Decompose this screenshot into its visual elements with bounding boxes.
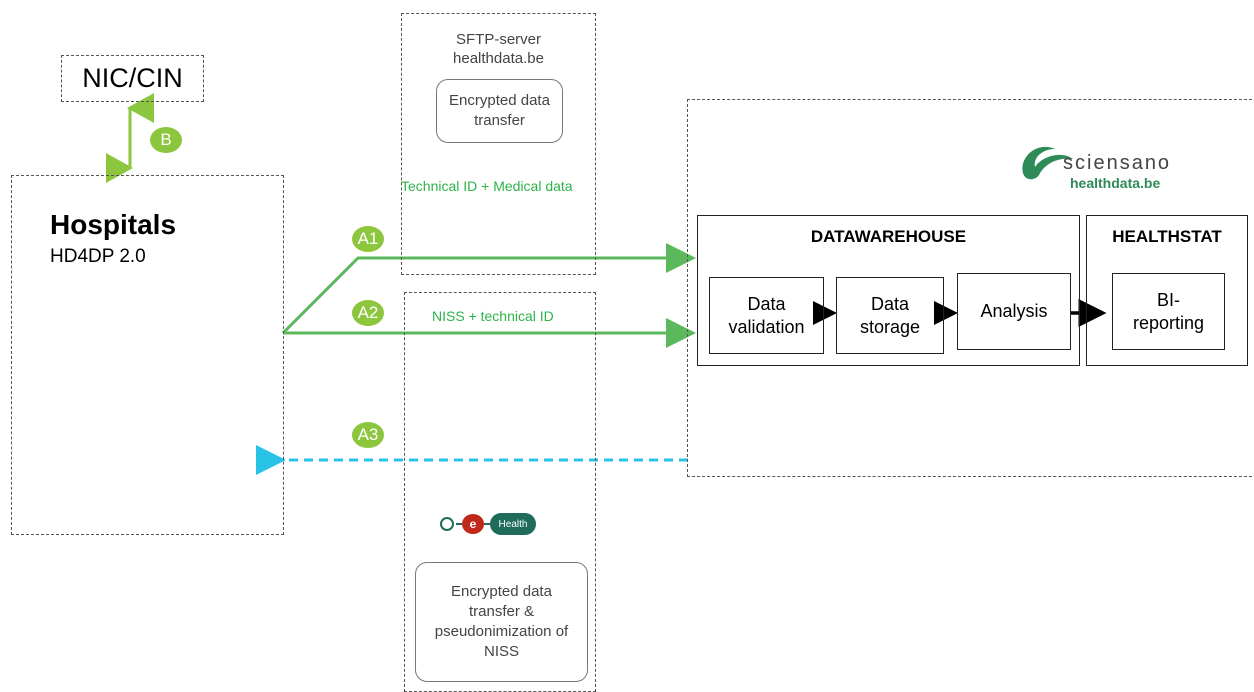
sciensano-swirl-icon <box>1022 146 1073 180</box>
healthdata-container <box>687 99 1254 477</box>
data-storage-label: Data storage <box>859 293 921 337</box>
badge-a1-label: A1 <box>357 229 379 248</box>
nic-cin-label: NIC/CIN <box>82 63 183 93</box>
datawarehouse-title: DATAWAREHOUSE <box>810 227 967 246</box>
badge-b-label: B <box>160 130 172 149</box>
ehealth-encrypted-label: Encrypted data transfer & pseudonimizati… <box>434 583 569 660</box>
ehealth-e-icon: e <box>462 514 484 534</box>
sftp-line1: SFTP-server <box>455 31 541 48</box>
ehealth-ring-icon <box>440 517 454 531</box>
badge-a3: A3 <box>352 422 384 448</box>
ehealth-health-pill: Health <box>490 513 536 535</box>
sftp-server-box <box>401 13 596 275</box>
ehealth-connector <box>456 523 462 525</box>
ehealth-logo: e Health <box>440 512 560 536</box>
sciensano-logo: sciensano healthdata.be <box>1015 135 1215 195</box>
sftp-encrypted-label: Encrypted data transfer <box>449 92 550 129</box>
badge-a2: A2 <box>352 300 384 326</box>
a1-arrow <box>281 243 696 335</box>
sftp-encrypted-box: Encrypted data transfer <box>436 79 563 143</box>
analysis-label: Analysis <box>980 301 1048 321</box>
ehealth-encrypted-box: Encrypted data transfer & pseudonimizati… <box>415 562 588 682</box>
healthstat-title: HEALTHSTAT <box>1112 227 1222 246</box>
hospitals-subtitle: HD4DP 2.0 <box>50 246 146 267</box>
bi-reporting-label: BI-reporting <box>1132 289 1205 333</box>
bi-reporting-box: BI-reporting <box>1112 273 1225 350</box>
analysis-box: Analysis <box>957 273 1071 350</box>
datawarehouse-box: DATAWAREHOUSE <box>697 215 1080 366</box>
sciensano-sub: healthdata.be <box>1070 175 1161 191</box>
sftp-server-title: SFTP-server healthdata.be <box>401 30 596 68</box>
nic-cin-box: NIC/CIN <box>61 55 204 102</box>
sftp-line2: healthdata.be <box>453 50 544 67</box>
hospitals-title: Hospitals <box>50 209 177 240</box>
badge-a2-label: A2 <box>357 303 379 322</box>
badge-a3-label: A3 <box>357 425 379 444</box>
hospitals-box: Hospitals HD4DP 2.0 <box>11 175 284 535</box>
ehealth-connector-2 <box>484 523 490 525</box>
a2-flow-label: NISS + technical ID <box>432 308 554 324</box>
data-validation-box: Data validation <box>709 277 824 354</box>
badge-a1: A1 <box>352 226 384 252</box>
sftp-flow-label: Technical ID + Medical data <box>401 178 573 194</box>
data-storage-box: Data storage <box>836 277 944 354</box>
data-validation-label: Data validation <box>728 293 805 337</box>
healthstat-box: HEALTHSTAT <box>1086 215 1248 366</box>
badge-b: B <box>150 127 182 153</box>
sciensano-brand: sciensano <box>1063 152 1172 174</box>
